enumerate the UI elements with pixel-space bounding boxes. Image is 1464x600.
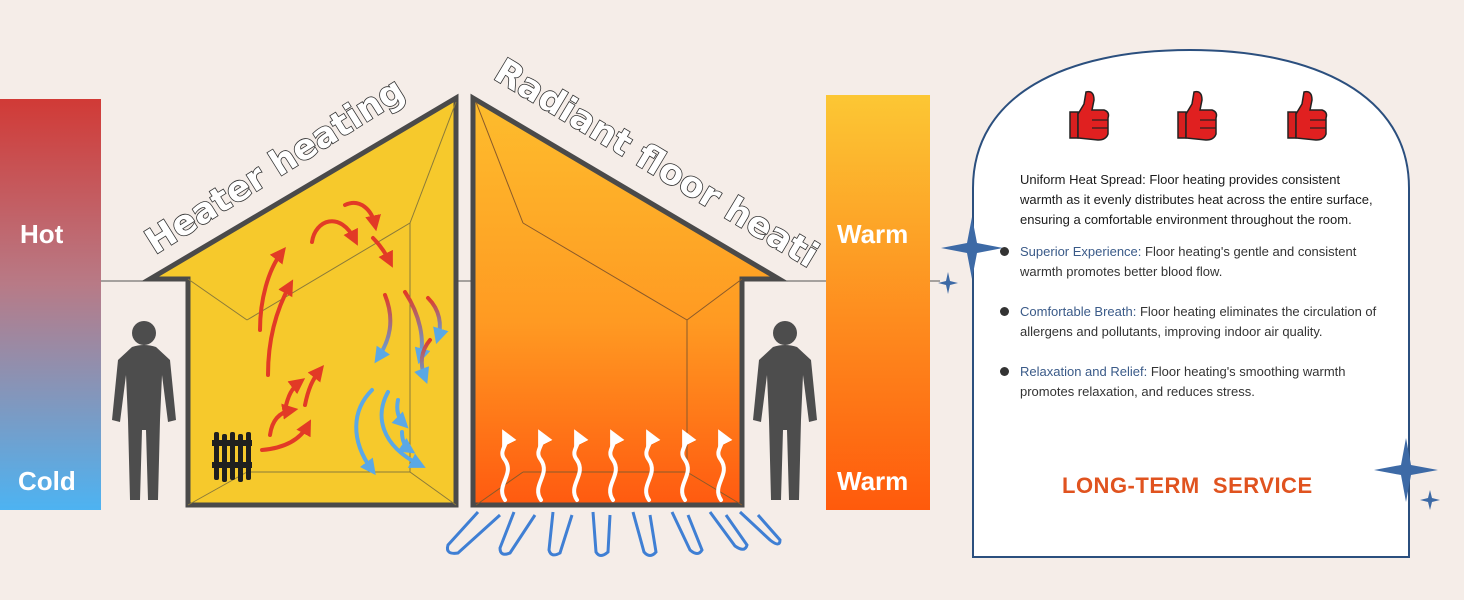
cool-air-arrows <box>354 388 426 476</box>
warm-air-arrow <box>343 201 381 232</box>
left-room-back-wall <box>246 222 411 473</box>
right-bar-bottom-label: Warm <box>837 466 909 496</box>
cooling-air-arrow <box>426 296 449 345</box>
heating-pipe-loop <box>738 510 782 546</box>
person-icon <box>753 321 817 500</box>
heating-pipe-loop <box>446 510 502 555</box>
room-edge <box>475 471 524 506</box>
radiant-heat-arrow <box>608 429 625 502</box>
radiant-heat-arrow <box>644 429 661 502</box>
benefits-text: Uniform Heat Spread: Floor heating provi… <box>1000 170 1385 422</box>
heating-pipe-loop <box>631 511 658 557</box>
benefit-item: Relaxation and Relief: Floor heating's s… <box>1000 362 1385 402</box>
cooling-air-arrow <box>414 338 432 384</box>
left-bar-top-label: Hot <box>20 219 64 249</box>
room-edge <box>409 101 457 224</box>
benefits-panel <box>972 48 1410 558</box>
benefit-text: Floor heating eliminates the circulation… <box>1020 304 1377 339</box>
cool-air-arrow <box>391 398 409 429</box>
heating-pipe-loop <box>547 511 574 557</box>
warm-air-arrows <box>258 201 393 452</box>
sparkle-icons <box>938 217 1440 510</box>
warm-air-arrow <box>268 403 299 437</box>
benefit-text: Floor heating's gentle and consistent wa… <box>1020 244 1357 279</box>
sparkle-icon <box>941 217 1003 279</box>
room-edge <box>187 471 248 506</box>
warm-air-arrow <box>310 219 358 246</box>
warm-air-arrow <box>258 246 286 332</box>
sparkle-icon <box>1374 438 1438 502</box>
radiant-heat-arrow <box>572 429 589 502</box>
cool-air-arrow <box>397 430 416 454</box>
thumbs-up-icon <box>1177 90 1218 141</box>
service-tagline: LONG-TERM SERVICE <box>1062 473 1313 498</box>
cool-air-arrow <box>379 390 426 468</box>
warm-air-arrow <box>266 279 294 377</box>
heating-pipe-loop <box>498 511 537 556</box>
benefit-title: Relaxation and Relief: <box>1020 364 1148 379</box>
benefit-item: Superior Experience: Floor heating's gen… <box>1000 242 1385 282</box>
warm-air-arrow <box>303 365 324 407</box>
sparkle-icon <box>938 272 958 294</box>
right-bar-top-label: Warm <box>837 219 909 249</box>
heating-pipe-loop <box>670 511 704 555</box>
radiant-heat-arrow <box>500 429 517 502</box>
thumbs-up-icon <box>1287 90 1328 141</box>
room-edge <box>475 101 524 224</box>
left-temperature-bar <box>0 99 101 510</box>
heating-pipe-loop <box>708 511 749 551</box>
thumbs-up-icon <box>1069 90 1110 141</box>
cooling-air-arrows <box>374 290 449 384</box>
radiant-heat-arrows <box>500 429 733 502</box>
sparkle-icon <box>1420 490 1440 510</box>
benefit-title: Superior Experience: <box>1020 244 1142 259</box>
room-edge <box>686 278 743 321</box>
right-temperature-bar <box>826 95 930 510</box>
cooling-air-arrow <box>374 293 393 364</box>
benefit-text: Floor heating's smoothing warmth promote… <box>1020 364 1346 399</box>
bullet-icon <box>1000 247 1009 256</box>
radiant-heat-arrow <box>680 429 697 502</box>
bullet-icon <box>1000 307 1009 316</box>
warm-air-arrow <box>371 236 393 268</box>
warm-air-arrow <box>260 419 312 452</box>
bullet-icon <box>1000 367 1009 376</box>
right-room-back-wall <box>522 222 688 473</box>
radiator-icon <box>212 432 252 482</box>
warm-air-arrow <box>283 378 306 412</box>
cool-air-arrow <box>354 388 376 476</box>
intro-paragraph: Uniform Heat Spread: Floor heating provi… <box>1020 172 1373 227</box>
person-icon <box>112 321 176 500</box>
room-edge <box>187 278 248 321</box>
left-bar-bottom-label: Cold <box>18 466 76 496</box>
room-edge <box>409 471 457 506</box>
room-edge <box>686 471 743 506</box>
left-house: Heater heating <box>138 70 459 508</box>
benefit-title: Comfortable Breath: <box>1020 304 1137 319</box>
radiant-heat-arrow <box>716 429 733 502</box>
floor-heating-pipes <box>446 510 782 557</box>
heating-pipe-loop <box>591 511 612 557</box>
radiant-heat-arrow <box>536 429 553 502</box>
benefit-item: Comfortable Breath: Floor heating elimin… <box>1000 302 1385 342</box>
